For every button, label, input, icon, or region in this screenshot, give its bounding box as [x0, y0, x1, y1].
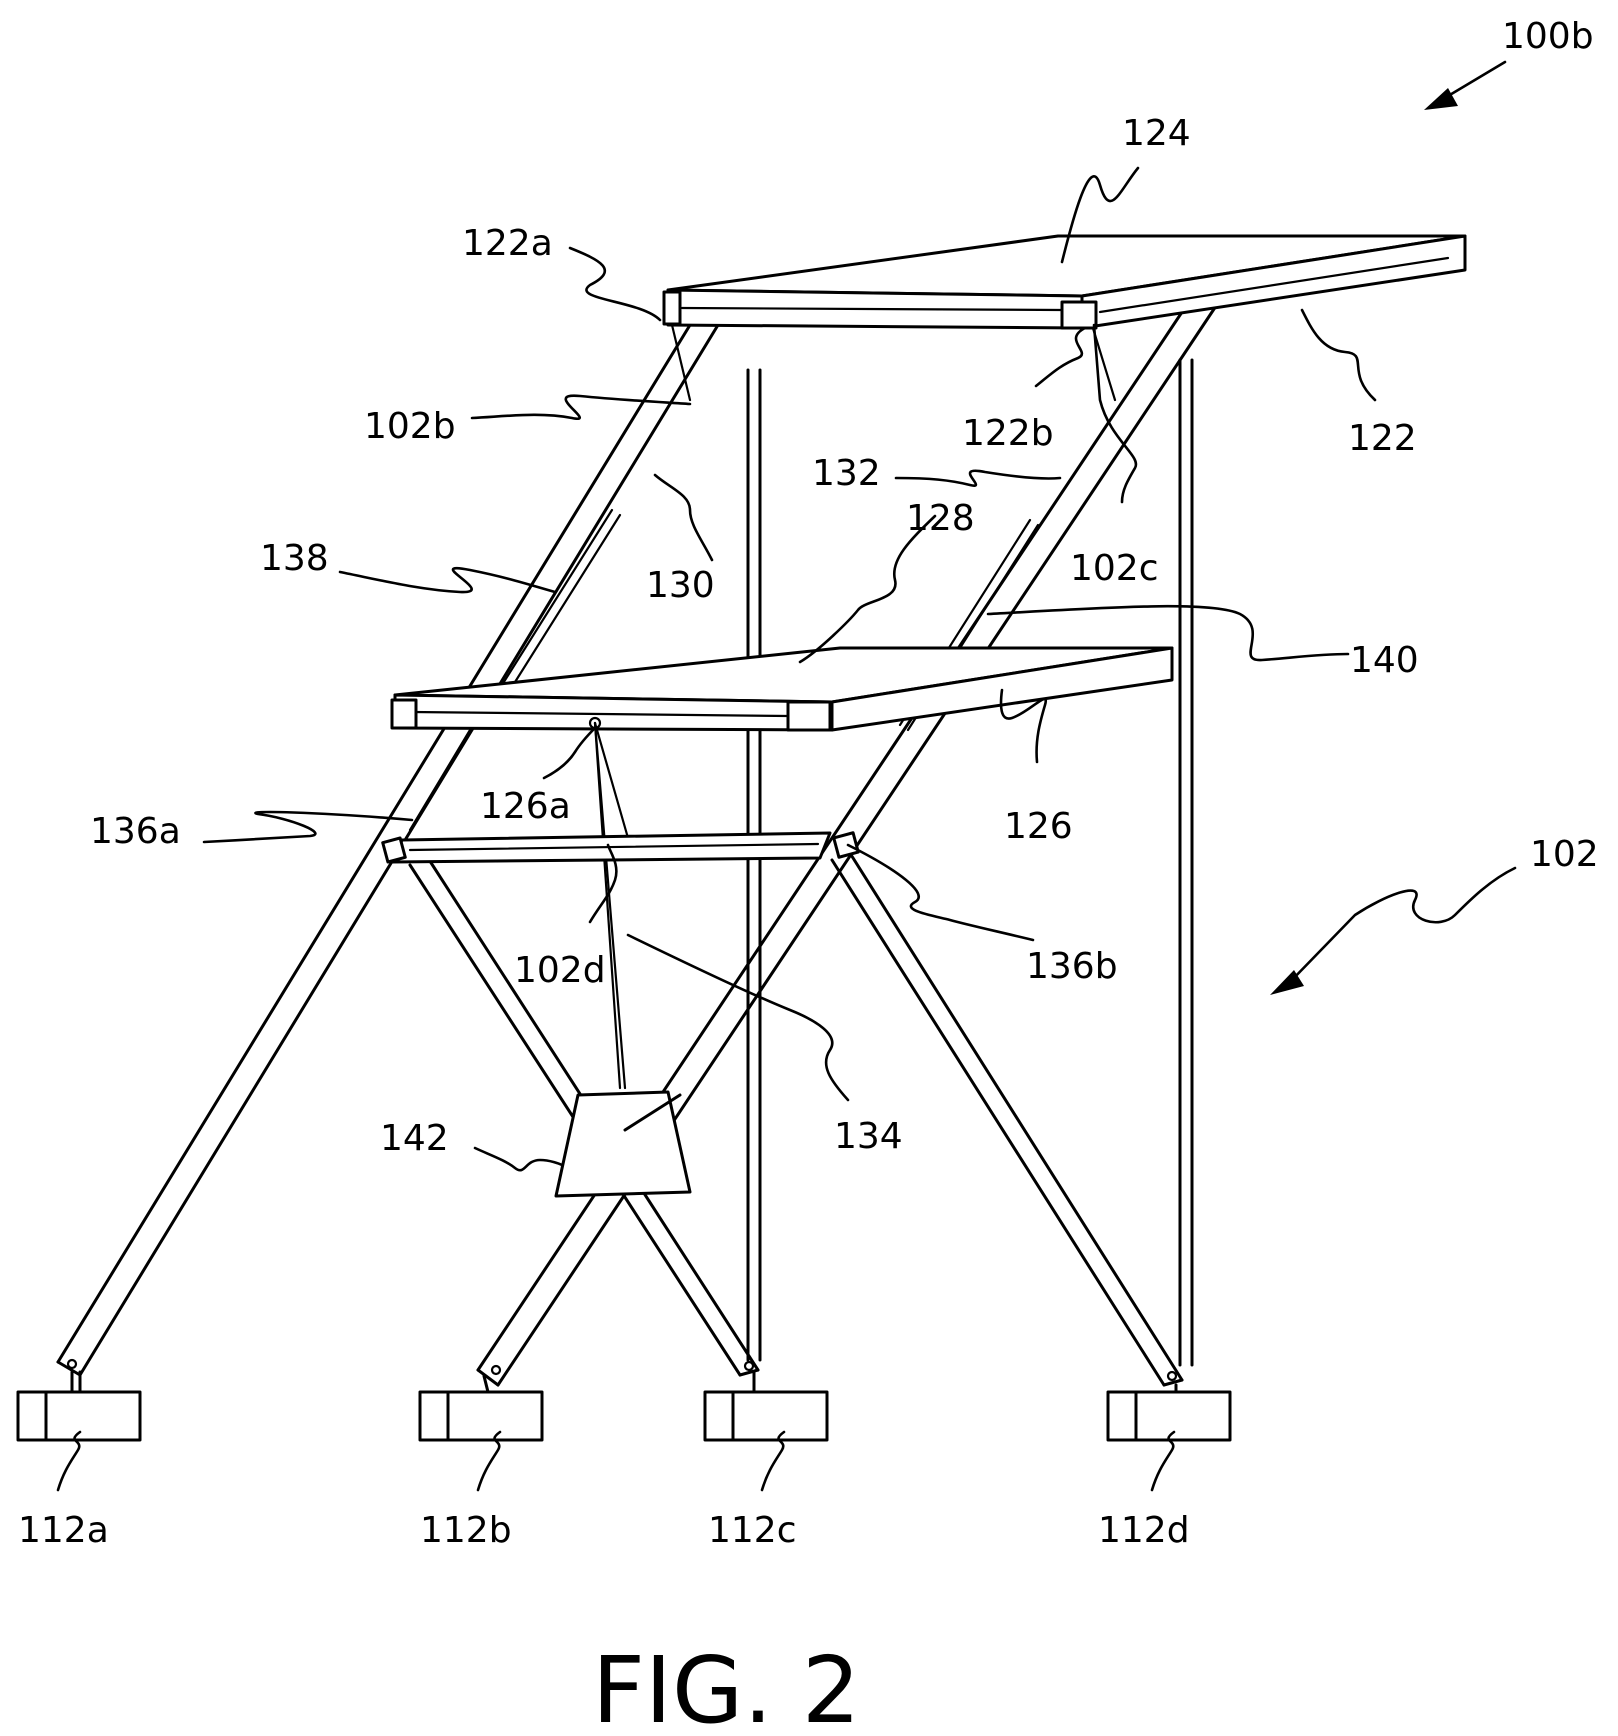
label-132: 132	[812, 453, 881, 494]
label-124: 124	[1122, 113, 1191, 154]
label-112c: 112c	[708, 1510, 797, 1551]
label-122: 122	[1348, 418, 1417, 459]
label-112d: 112d	[1098, 1510, 1190, 1551]
label-136a: 136a	[90, 811, 181, 852]
label-138: 138	[260, 538, 329, 579]
rear-post-right	[1180, 360, 1192, 1365]
label-140: 140	[1350, 640, 1419, 681]
arrow-100b	[1424, 62, 1505, 110]
label-134: 134	[834, 1116, 903, 1157]
label-130: 130	[646, 565, 715, 606]
figure-caption: FIG. 2	[592, 1637, 860, 1736]
weight-block-142	[556, 1092, 690, 1196]
cross-bar-102d	[383, 833, 859, 862]
label-122a: 122a	[462, 223, 553, 264]
foot-112a	[18, 1372, 140, 1440]
label-126: 126	[1004, 806, 1073, 847]
foot-112d	[1108, 1385, 1230, 1440]
label-142: 142	[380, 1118, 449, 1159]
middle-shelf	[392, 648, 1172, 730]
label-126a: 126a	[480, 786, 571, 827]
label-102c: 102c	[1070, 548, 1159, 589]
label-112a: 112a	[18, 1510, 109, 1551]
label-100b: 100b	[1502, 16, 1594, 57]
label-102: 102	[1530, 834, 1599, 875]
label-128: 128	[906, 498, 975, 539]
arrow-102	[1270, 868, 1515, 995]
label-136b: 136b	[1026, 946, 1118, 987]
pivot-126a	[590, 718, 628, 1088]
foot-112b	[420, 1376, 542, 1440]
foot-112c	[705, 1372, 827, 1440]
label-122b: 122b	[962, 413, 1054, 454]
label-102d: 102d	[514, 950, 606, 991]
label-112b: 112b	[420, 1510, 512, 1551]
rear-post-left	[748, 370, 760, 1360]
label-102b: 102b	[364, 406, 456, 447]
